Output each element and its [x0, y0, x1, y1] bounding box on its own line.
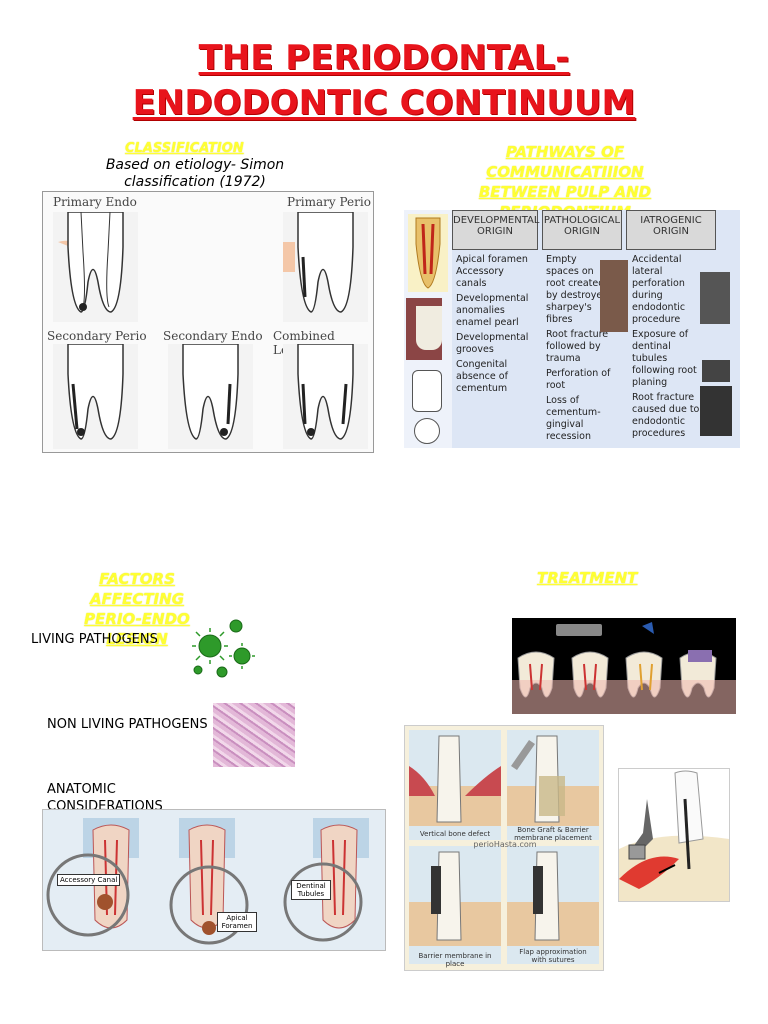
watermark: perioHasta.com: [473, 840, 537, 849]
col-header-iatrogenic: IATROGENIC ORIGIN: [626, 210, 716, 250]
list-item: Root fracture caused due to endodontic p…: [632, 392, 700, 439]
list-item: Developmental anomalies enamel pearl: [456, 293, 529, 328]
treatment-sequence-image: [512, 618, 736, 714]
caption-bone-graft: Bone Graft & Barrier membrane placement: [514, 826, 592, 842]
xray-image-4: [700, 386, 732, 436]
xray-image-3: [702, 360, 730, 382]
label-apical-foramen: Apical Foramen: [217, 912, 257, 932]
secondary-perio-tooth-illustration: [53, 344, 138, 449]
anatomy-figure: Accessory Canal Apical Foramen Dentinal …: [42, 809, 386, 951]
non-living-pathogens-label: NON LIVING PATHOGENS: [47, 717, 208, 732]
factors-heading-line-4: LESION: [106, 630, 168, 648]
combined-lesion-tooth-illustration: [283, 344, 368, 449]
factors-heading-line-3: PERIO-ENDO: [84, 610, 190, 628]
list-item: Exposure of dentinal tubules following r…: [632, 329, 697, 388]
list-item: Accidental lateral perforation during en…: [632, 254, 686, 325]
pathways-figure: DEVELOPMENTAL ORIGIN PATHOLOGICAL ORIGIN…: [404, 210, 740, 448]
col-header-developmental: DEVELOPMENTAL ORIGIN: [452, 210, 539, 250]
treatment-heading: TREATMENT: [537, 569, 638, 587]
classification-subtitle-line-1: Based on etiology- Simon: [105, 157, 285, 173]
label-secondary-endo: Secondary Endo: [163, 329, 263, 343]
histology-image: [213, 703, 295, 767]
label-primary-endo: Primary Endo: [53, 195, 137, 209]
pathways-heading-line-3: BETWEEN PULP AND: [478, 183, 652, 201]
page-title: THE PERIODONTAL- ENDODONTIC CONTINUUM: [0, 36, 768, 126]
primary-endo-tooth-illustration: [53, 212, 138, 322]
list-item: Developmental grooves: [456, 332, 529, 355]
title-line-2: ENDODONTIC CONTINUUM: [132, 83, 636, 123]
gtr-procedure-figure: Vertical bone defect Bone Graft & Barrie…: [404, 725, 604, 971]
root-canal-steps-illustration: [512, 622, 736, 714]
col-pathological: Empty spaces on root created by destroye…: [546, 254, 612, 446]
factors-heading-line-1: FACTORS: [99, 570, 175, 588]
col-developmental: Apical foramen Accessory canals Developm…: [456, 254, 536, 398]
clinical-photo-2: [416, 306, 442, 350]
bacteria-icon: [192, 619, 255, 678]
label-secondary-perio: Secondary Perio: [47, 329, 147, 343]
guided-tissue-regeneration-illustration: [409, 730, 599, 964]
living-pathogens-label: LIVING PATHOGENS: [31, 632, 158, 647]
list-item: Perforation of root: [546, 368, 611, 391]
title-line-1: THE PERIODONTAL-: [198, 38, 570, 78]
caption-vertical-bone-defect: Vertical bone defect: [419, 830, 491, 838]
caption-flap-approximation: Flap approximation with sutures: [519, 948, 587, 964]
list-item: Loss of cementum-gingival recession: [546, 395, 601, 442]
factors-heading: FACTORS AFFECTING PERIO-ENDO LESION: [72, 569, 202, 649]
pathways-heading-line-2: COMMUNICATIIION: [486, 163, 644, 181]
caption-barrier-membrane: Barrier membrane in place: [418, 952, 492, 968]
tooth-section-image: [408, 214, 448, 292]
classification-figure: Primary Endo Primary Perio Secondary Per…: [42, 191, 374, 453]
list-item: Empty spaces on root created by destroye…: [546, 254, 609, 325]
classification-subtitle-line-2: classification (1972): [124, 174, 266, 190]
anatomy-teeth-illustration: [46, 818, 369, 945]
col-iatrogenic: Accidental lateral perforation during en…: [632, 254, 704, 443]
xray-image-1: [600, 260, 628, 332]
anatomic-line-1: ANATOMIC: [47, 782, 116, 797]
tooth-sketch-1: [412, 370, 442, 412]
pathways-heading-line-1: PATHWAYS OF: [505, 143, 625, 161]
factors-heading-line-2: AFFECTING: [89, 590, 185, 608]
classification-heading: CLASSIFICATION: [125, 141, 244, 156]
classification-subtitle: Based on etiology- Simon classification …: [80, 157, 310, 191]
secondary-endo-tooth-illustration: [168, 344, 253, 449]
label-accessory-canal: Accessory Canal: [57, 874, 121, 886]
label-primary-perio: Primary Perio: [287, 195, 371, 209]
col-header-pathological: PATHOLOGICAL ORIGIN: [542, 210, 622, 250]
list-item: Congenital absence of cementum: [456, 359, 508, 394]
primary-perio-tooth-illustration: [283, 212, 368, 322]
xray-image-2: [700, 272, 730, 324]
handpiece-figure: [618, 768, 730, 902]
list-item: Root fracture followed by trauma: [546, 329, 609, 364]
tooth-sketch-2: [414, 418, 440, 444]
label-dentinal-tubules: Dentinal Tubules: [291, 880, 331, 900]
handpiece-tooth-illustration: [619, 770, 729, 901]
list-item: Apical foramen Accessory canals: [456, 254, 528, 289]
